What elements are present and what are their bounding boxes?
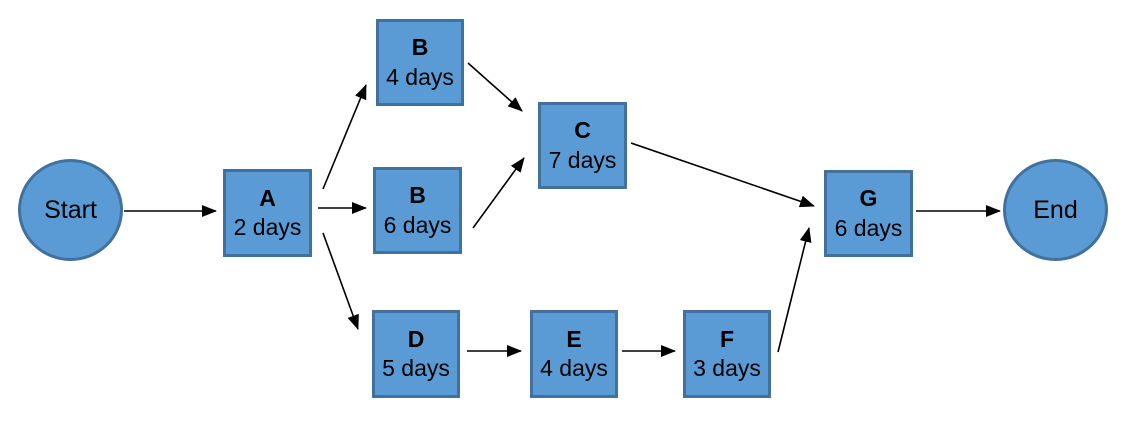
node-e-duration: 4 days [540, 355, 608, 381]
node-b-6days: B 6 days [373, 167, 462, 254]
node-b-4days-label: B [411, 34, 429, 61]
node-g-label: G [859, 185, 878, 212]
node-end-label: End [1033, 195, 1078, 224]
edge-a-d [322, 232, 359, 330]
edge-c-g [630, 142, 815, 208]
node-f-duration: 3 days [693, 355, 761, 381]
node-g-duration: 6 days [834, 214, 903, 241]
node-a: A 2 days [223, 169, 312, 257]
node-c-duration: 7 days [548, 146, 617, 173]
node-f: F 3 days [683, 310, 771, 398]
node-f-label: F [719, 325, 735, 352]
node-d-duration: 5 days [382, 355, 450, 381]
node-d: D 5 days [372, 310, 460, 398]
node-a-label: A [259, 184, 276, 211]
edge-b4-c [467, 62, 523, 112]
node-b-6days-label: B [409, 182, 426, 209]
node-b-6days-duration: 6 days [383, 211, 452, 238]
node-b-4days: B 4 days [376, 19, 464, 106]
node-c-label: C [574, 117, 591, 144]
edge-f-g [777, 227, 812, 353]
node-end: End [1003, 159, 1108, 261]
node-b-4days-duration: 4 days [386, 63, 454, 90]
edge-a-b4 [322, 84, 367, 190]
node-e: E 4 days [530, 310, 618, 398]
node-a-duration: 2 days [233, 214, 302, 240]
edge-b6-c [472, 157, 525, 229]
node-start: Start [18, 159, 123, 261]
node-e-label: E [566, 325, 582, 352]
node-start-label: Start [44, 195, 97, 224]
node-d-label: D [407, 325, 425, 352]
node-c: C 7 days [538, 102, 627, 189]
node-g: G 6 days [824, 170, 913, 257]
